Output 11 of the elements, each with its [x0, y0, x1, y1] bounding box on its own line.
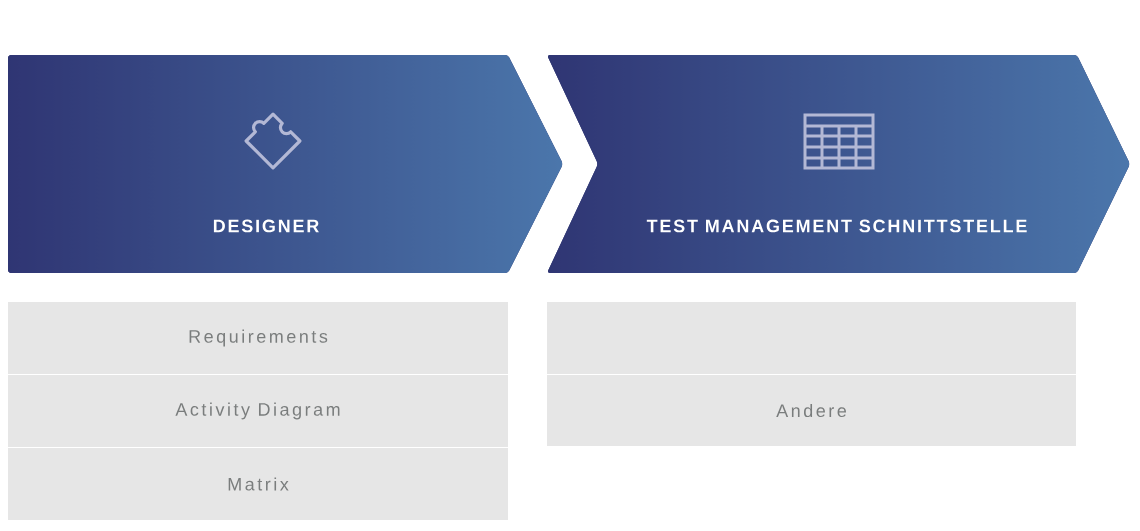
node-label: Matrix [228, 477, 289, 491]
item-row [547, 302, 1076, 374]
node-label: Activity Diagram [175, 402, 340, 420]
item-row: Requirements [8, 302, 508, 374]
item-row: Activity Diagram [8, 375, 508, 447]
chevron-banner: TEST MANAGEMENT SCHNITTSTELLE [548, 55, 1130, 273]
node-label: Requirements [189, 329, 328, 347]
item-row: Andere [547, 375, 1076, 446]
node-label: Andere [776, 403, 847, 418]
chevron-banner: DESIGNER [8, 55, 563, 273]
item-row: Matrix [8, 448, 508, 520]
